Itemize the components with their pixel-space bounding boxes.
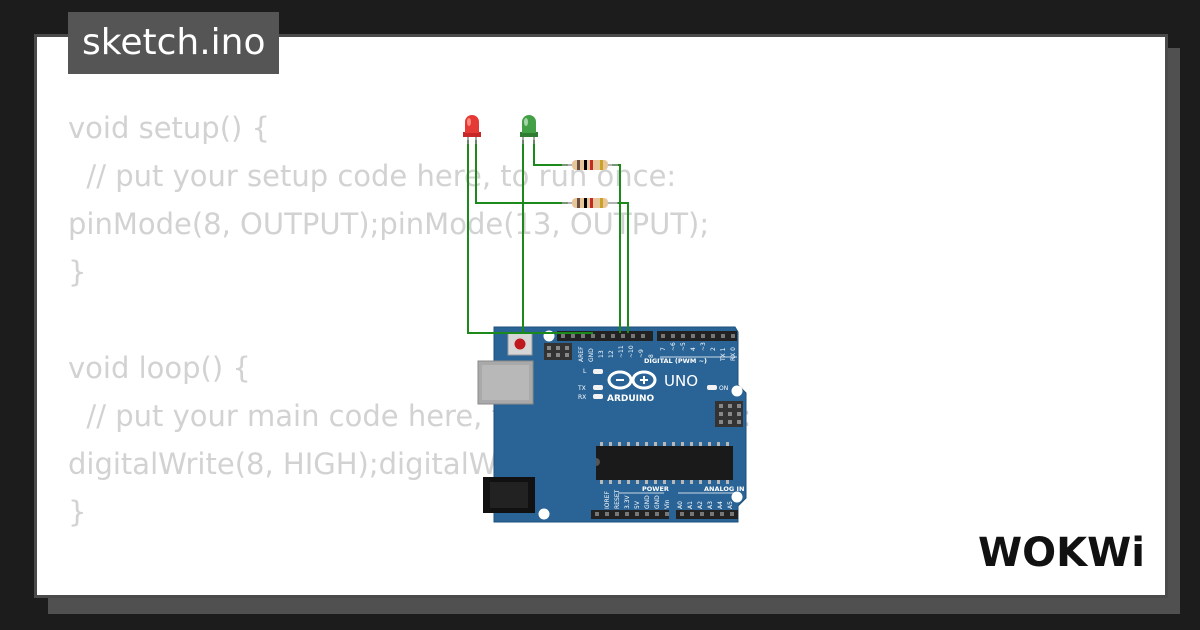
mounting-hole [731, 491, 743, 503]
icsp-header-2 [715, 401, 743, 427]
wire-resistor-pin-8[interactable] [617, 202, 629, 333]
power-analog-header [591, 510, 738, 519]
pin-label: 4 [690, 347, 697, 351]
on-label: ON [719, 385, 728, 392]
board-name: UNO [664, 372, 698, 390]
code-line: } [68, 255, 87, 289]
green-led[interactable] [520, 115, 538, 144]
digital-label: DIGITAL (PWM ~) [644, 357, 707, 365]
pin-label: A2 [697, 501, 704, 509]
pin-label: IOREF [604, 491, 611, 509]
mounting-hole [731, 385, 743, 397]
analog-label: ANALOG IN [704, 485, 744, 493]
file-tab-sketch[interactable]: sketch.ino [68, 12, 280, 74]
red-led[interactable] [463, 115, 481, 144]
resistor-top[interactable] [562, 160, 618, 170]
pin-label: 3.3V [624, 494, 631, 509]
tx-label: TX [577, 385, 586, 392]
icsp-header [544, 343, 572, 360]
led-l-label: L [583, 368, 587, 375]
pin-label: TX 1 [720, 347, 727, 362]
wire-red-led-resistor[interactable] [475, 140, 568, 204]
pin-label: ~10 [628, 345, 635, 358]
pin-label: ~9 [638, 349, 645, 358]
pin-label: ~6 [670, 342, 677, 351]
pin-label: A1 [687, 501, 694, 509]
onboard-leds [593, 369, 717, 399]
wire-resistor-pin-13[interactable] [612, 164, 621, 333]
power-label: POWER [642, 485, 669, 493]
brand-logo-text: WOKWi [978, 530, 1145, 576]
pin-label: GND [654, 495, 661, 509]
pin-label: A4 [717, 501, 724, 509]
wokwi-logo: WOKWi [978, 530, 1145, 576]
pin-label: 2 [710, 347, 717, 351]
wire-green-led-resistor[interactable] [533, 140, 568, 166]
resistor-bottom[interactable] [562, 198, 618, 208]
pin-label: ~5 [680, 342, 687, 351]
pin-label: 7 [660, 347, 667, 351]
code-line: } [68, 495, 87, 529]
pin-label: AREF [578, 346, 585, 362]
pin-label: ~11 [618, 345, 625, 358]
pin-label: RX 0 [730, 347, 737, 361]
arduino-uno-board[interactable]: AREF GND 13 12 ~11 ~10 ~9 8 7 ~6 ~5 4 ~3… [477, 326, 747, 523]
pin-label: 12 [608, 350, 615, 358]
pin-label: A5 [727, 501, 734, 509]
pin-label: RESET [614, 489, 621, 509]
pin-label: A0 [677, 501, 684, 509]
pin-label: GND [588, 348, 595, 362]
pin-label: 5V [634, 500, 641, 509]
digital-header [557, 331, 737, 341]
pin-label: A3 [707, 501, 714, 509]
code-line: void setup() { [68, 111, 270, 145]
rx-label: RX [578, 394, 586, 401]
code-editor[interactable]: void setup() { // put your setup code he… [68, 104, 752, 536]
pin-label: ~3 [700, 342, 707, 351]
code-line: pinMode(8, OUTPUT);pinMode(13, OUTPUT); [68, 207, 710, 241]
pin-label: 8 [648, 354, 655, 358]
mounting-hole [538, 508, 550, 520]
brand-label: ARDUINO [607, 394, 655, 404]
wire-red-led-gnd[interactable] [467, 140, 593, 334]
code-line: void loop() { [68, 351, 251, 385]
pin-label: GND [644, 495, 651, 509]
pin-label: Vin [664, 499, 671, 509]
pin-label: 13 [598, 350, 605, 358]
microcontroller-chip [596, 442, 733, 484]
arduino-logo-icon [607, 370, 657, 390]
